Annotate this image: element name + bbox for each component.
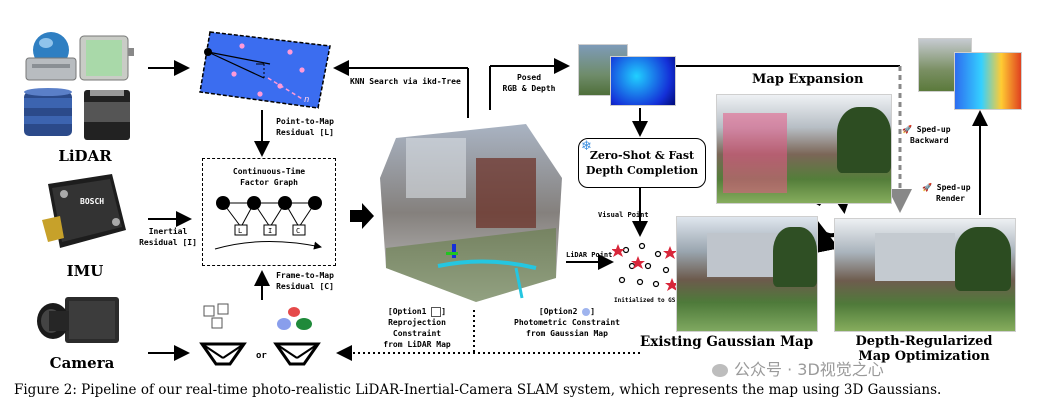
existing-map-building <box>707 233 777 277</box>
inertial-line1: Inertial <box>148 227 188 236</box>
option2-head-close: ] <box>590 307 596 316</box>
camera-frustums: or <box>196 300 336 370</box>
gaussian-seeds-icon: Initialized to GS <box>611 242 679 304</box>
map-expansion-image <box>716 94 892 204</box>
factor-graph-title-line1: Continuous-Time <box>232 167 306 176</box>
imu-device-icon: BOSCH <box>42 174 126 248</box>
zero-shot-line2: Depth Completion <box>585 164 699 177</box>
expansion-highlight <box>723 113 787 193</box>
depth-regularized-line2: Map Optimization <box>858 349 990 364</box>
imu-brand-text: BOSCH <box>80 197 104 206</box>
map-expansion-label: Map Expansion <box>752 72 864 87</box>
frame-to-map-line1: Frame-to-Map <box>276 271 334 280</box>
point-cloud-render <box>380 124 562 302</box>
render-text2: Render <box>936 194 965 203</box>
backward-text1: Sped-up <box>916 125 951 134</box>
factor-c: C <box>296 227 300 235</box>
existing-gaussian-map-image <box>676 216 818 332</box>
option2-label: [Option2 ] Photometric Constraint from G… <box>512 306 622 339</box>
camera-device-icon <box>37 297 119 343</box>
option2-gaussian-icon <box>582 307 591 316</box>
imu-sensor: BOSCH <box>30 172 130 260</box>
factor-graph-nodes: L I C <box>214 196 322 250</box>
depth-frame-image <box>610 56 676 106</box>
imu-label: IMU <box>66 262 104 280</box>
frame-to-map-label: Frame-to-Map Residual [C] <box>265 270 345 292</box>
factor-graph-title: Continuous-Time Factor Graph <box>203 166 335 188</box>
posed-line1: Posed <box>516 73 542 82</box>
regularized-building <box>875 233 955 281</box>
option1-head-open: [Option1 <box>387 307 427 316</box>
option1-label: [Option1 ] Reprojection Constraint from … <box>362 306 472 350</box>
lidar-plane-stage: n <box>190 30 335 110</box>
lidar-devices-icon <box>24 32 134 140</box>
backward-line1: 🚀 Sped-up <box>902 124 972 135</box>
zero-shot-text: Zero-Shot & Fast Depth Completion <box>579 148 705 178</box>
factor-graph-box: Continuous-Time Factor Graph L I C <box>202 158 336 266</box>
rocket-icon: 🚀 <box>922 183 932 192</box>
lidar-sensor-group <box>18 28 143 148</box>
depth-regularized-label: Depth-Regularized Map Optimization <box>834 334 1014 364</box>
wechat-icon <box>712 364 728 377</box>
camera-sensor <box>35 293 125 351</box>
render-text1: Sped-up <box>936 183 971 192</box>
option1-head-close: ] <box>441 307 447 316</box>
depth-regularized-line1: Depth-Regularized <box>855 334 993 349</box>
option2-head: [Option2 ] <box>512 306 622 317</box>
camera-label: Camera <box>49 354 115 372</box>
zero-shot-line1: Zero-Shot & Fast <box>589 149 695 162</box>
point-plane-icon: n <box>199 31 331 109</box>
knn-search-label: KNN Search via ikd-Tree <box>350 77 461 86</box>
posed-rgb-depth-label: Posed RGB & Depth <box>494 72 564 94</box>
initialized-gs-label: Initialized to GS <box>614 297 676 304</box>
factor-l: L <box>238 227 242 235</box>
rocket-icon: 🚀 <box>902 125 912 134</box>
zero-shot-block: ❄ Zero-Shot & Fast Depth Completion <box>578 138 706 188</box>
sped-up-backward-label: 🚀 Sped-up Backward <box>902 124 972 146</box>
figure-caption: Figure 2: Pipeline of our real-time phot… <box>14 382 942 398</box>
watermark-text: 公众号 · 3D视觉之心 <box>734 360 884 379</box>
point-to-map-label: Point-to-Map Residual [L] <box>265 116 345 138</box>
factor-i: I <box>268 227 272 235</box>
backward-text2: Backward <box>910 136 949 145</box>
existing-gaussian-map-label: Existing Gaussian Map <box>640 334 814 350</box>
option1-cube-icon <box>431 306 442 317</box>
render-line1: 🚀 Sped-up <box>922 182 982 193</box>
depth-regularized-image <box>834 218 1016 332</box>
option2-line2: Photometric Constraint <box>514 318 620 327</box>
option2-line3: from Gaussian Map <box>526 329 608 338</box>
option1-head: [Option1 ] <box>362 306 472 317</box>
frame-to-map-line2: Residual [C] <box>276 282 334 291</box>
snowflake-icon: ❄ <box>581 139 592 154</box>
graph-to-map-arrow <box>350 203 374 229</box>
inertial-line2: Residual [I] <box>139 238 197 247</box>
existing-map-tree <box>773 227 817 287</box>
normal-vector-label: n <box>304 95 309 105</box>
inertial-residual-label: Inertial Residual [I] <box>136 226 200 248</box>
visual-point-label: Visual Point <box>598 211 649 219</box>
point-to-map-line1: Point-to-Map <box>276 117 334 126</box>
option1-line2: Reprojection Constraint <box>388 318 446 338</box>
or-label: or <box>256 351 267 361</box>
option2-head-open: [Option2 <box>538 307 578 316</box>
lidar-point-label: LiDAR Point <box>566 251 613 259</box>
gaussian-seed-cluster: Initialized to GS <box>611 236 682 306</box>
option1-line3: from LiDAR Map <box>383 340 451 349</box>
rendered-depth-image <box>954 52 1022 110</box>
regularized-tree <box>955 227 1011 291</box>
factor-graph-title-line2: Factor Graph <box>240 178 298 187</box>
sped-up-render-label: 🚀 Sped-up Render <box>922 182 982 204</box>
point-cloud-map <box>376 118 566 304</box>
watermark: 公众号 · 3D视觉之心 <box>712 356 1012 380</box>
point-to-map-line2: Residual [L] <box>276 128 334 137</box>
frustum-icons: or <box>199 303 321 366</box>
posed-line2: RGB & Depth <box>502 84 556 93</box>
lidar-label: LiDAR <box>58 147 112 165</box>
expansion-tree <box>837 107 891 173</box>
